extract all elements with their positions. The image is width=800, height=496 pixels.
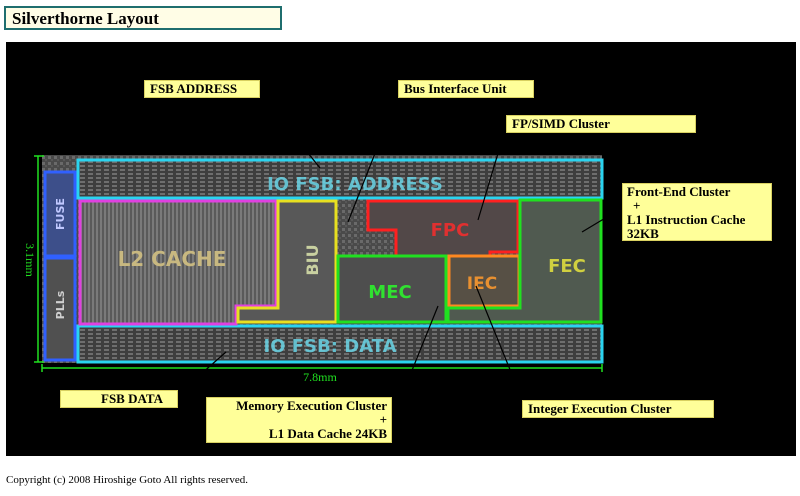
io-fsb-data-block xyxy=(76,324,604,364)
leader-fec xyxy=(581,207,623,233)
leader-fsb-address xyxy=(255,87,321,169)
width-dimension-label: 7.8mm xyxy=(303,370,337,384)
leader-biu xyxy=(347,89,401,223)
mec-label: MEC xyxy=(368,282,411,303)
fec-label: FEC xyxy=(548,256,586,277)
leader-iec xyxy=(475,285,525,405)
callout-fp-simd-cluster: FP/SIMD Cluster xyxy=(506,115,696,133)
plls-label: PLLs xyxy=(54,290,67,319)
front-end-cluster-title: Front-End Cluster xyxy=(627,184,731,199)
callout-integer-execution-cluster: Integer Execution Cluster xyxy=(522,400,714,418)
width-dimension xyxy=(41,364,603,372)
callout-fsb-address: FSB ADDRESS xyxy=(144,80,260,98)
height-dimension-label: 3.1mm xyxy=(23,243,37,277)
fuse-label: FUSE xyxy=(54,198,67,230)
fuse-block xyxy=(43,170,77,258)
mec-block xyxy=(336,254,448,324)
front-end-l1-icache: L1 Instruction Cache xyxy=(627,212,746,227)
l2-cache-label: L2 CACHE xyxy=(118,247,227,271)
leader-lines xyxy=(175,87,623,411)
leader-fpsimd xyxy=(477,129,506,221)
mec-callout-plus: + xyxy=(379,412,387,427)
biu-label: BIU xyxy=(303,244,322,275)
fpc-label: FPC xyxy=(431,220,470,241)
leader-mec xyxy=(395,305,439,411)
height-dimension xyxy=(34,155,44,363)
leader-fsb-data xyxy=(175,351,227,397)
mec-callout-title: Memory Execution Cluster xyxy=(236,398,387,413)
callout-fsb-data: FSB DATA xyxy=(60,390,178,408)
mec-callout-l1d: L1 Data Cache 24KB xyxy=(268,426,387,441)
callout-front-end-cluster: Front-End Cluster + L1 Instruction Cache… xyxy=(622,183,772,241)
iec-label: IEC xyxy=(467,274,497,294)
biu-block xyxy=(236,199,338,324)
copyright-notice: Copyright (c) 2008 Hiroshige Goto All ri… xyxy=(6,474,248,486)
io-fsb-address-block xyxy=(76,158,604,200)
front-end-plus: + xyxy=(633,198,641,213)
io-fsb-data-label: IO FSB: DATA xyxy=(264,336,397,357)
callout-bus-interface-unit: Bus Interface Unit xyxy=(398,80,534,98)
front-end-size: 32KB xyxy=(627,226,659,241)
page-title: Silverthorne Layout xyxy=(4,6,282,30)
io-fsb-address-label: IO FSB: ADDRESS xyxy=(267,174,443,195)
callout-memory-execution-cluster: Memory Execution Cluster + L1 Data Cache… xyxy=(206,397,392,443)
plls-block xyxy=(43,256,77,362)
fec-block xyxy=(446,198,603,324)
l2-cache-block xyxy=(78,199,278,326)
